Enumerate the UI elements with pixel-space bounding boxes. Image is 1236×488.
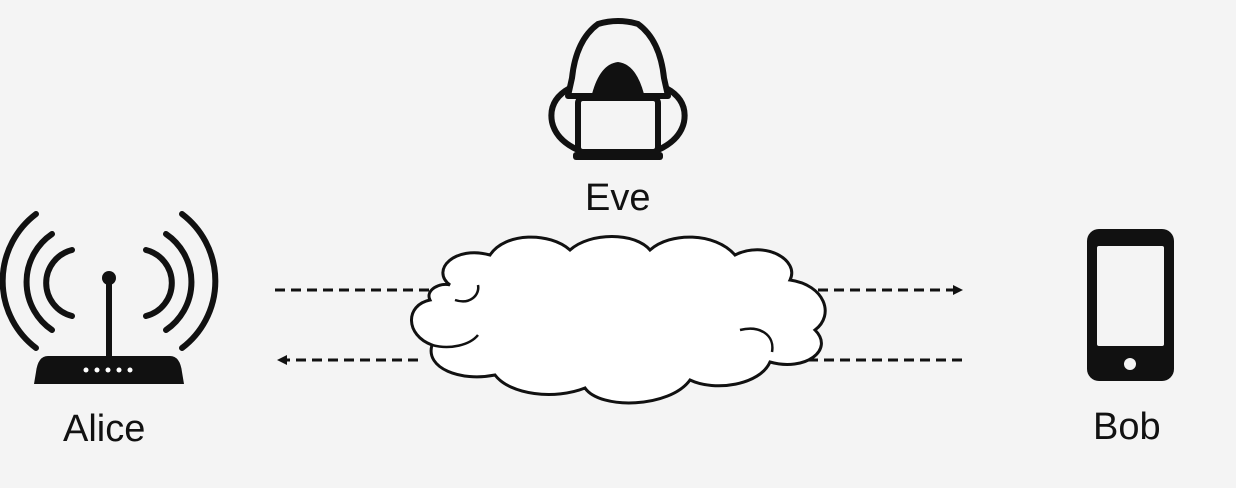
smartphone-icon bbox=[1087, 229, 1174, 381]
wifi-router-icon bbox=[0, 211, 219, 384]
bob-label: Bob bbox=[1093, 406, 1161, 448]
eve-label: Eve bbox=[585, 177, 651, 219]
hooded-hacker-laptop-icon bbox=[548, 18, 688, 160]
cloud-icon bbox=[410, 235, 827, 405]
alice-label: Alice bbox=[63, 408, 146, 450]
